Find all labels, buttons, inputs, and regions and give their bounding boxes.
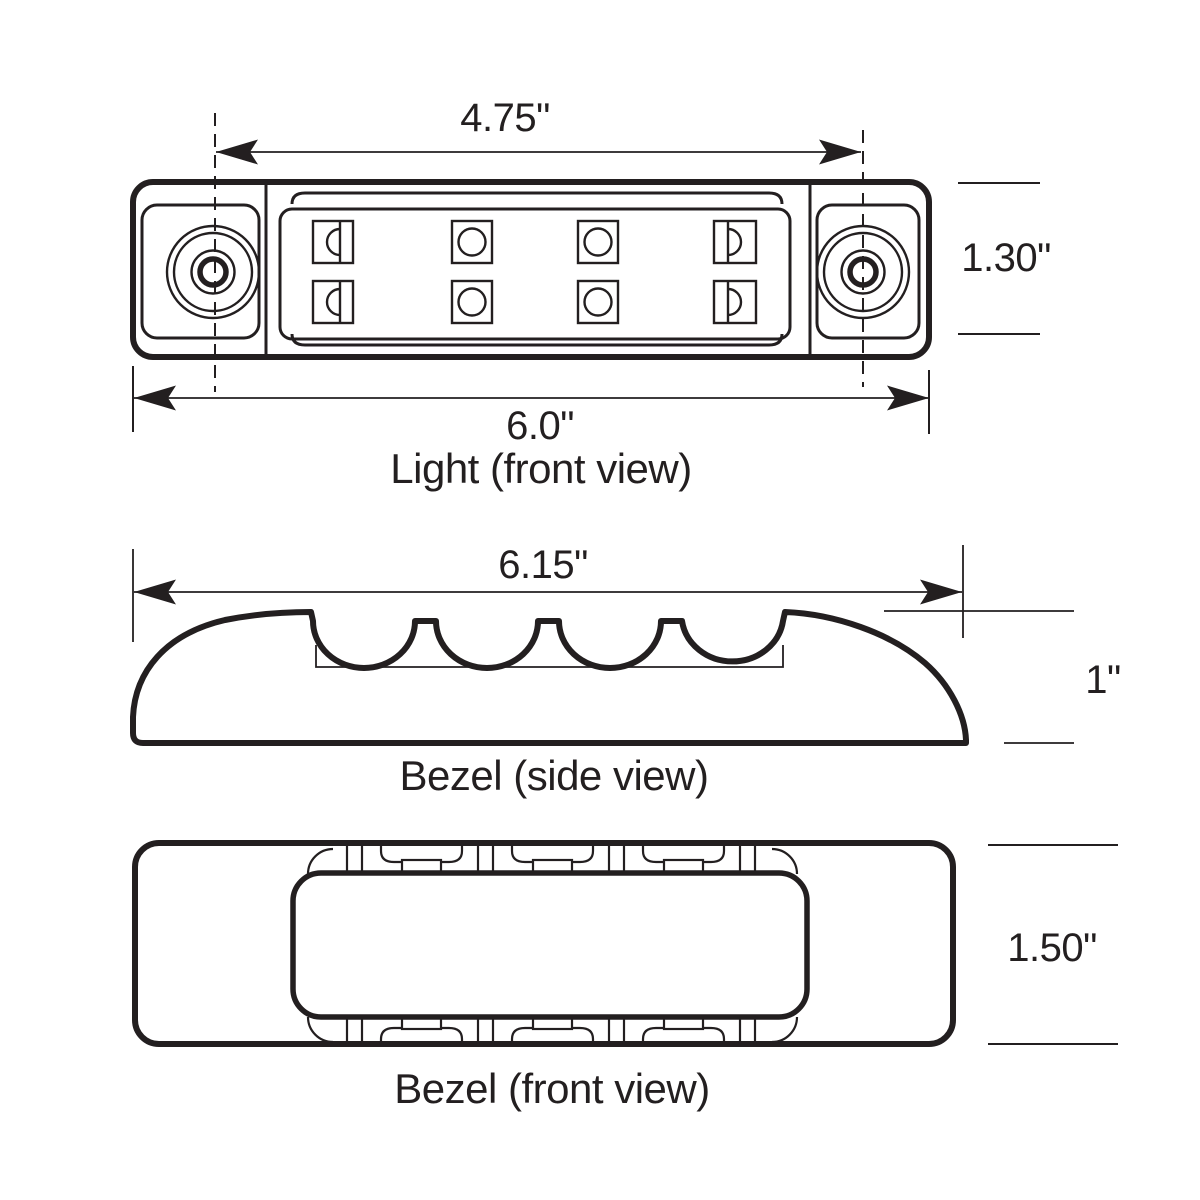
- dimension-bezel-width: [132, 545, 964, 642]
- dim-label-mount-spacing: 4.75": [460, 96, 550, 140]
- dim-label-bezel-width: 6.15": [498, 543, 588, 587]
- dimension-bezel-front-height: [988, 844, 1118, 1045]
- dim-label-bezel-front-height: 1.50": [1007, 926, 1097, 970]
- view-label-bezel-side: Bezel (side view): [399, 752, 709, 799]
- view-label-light-front: Light (front view): [390, 445, 692, 492]
- light-front-view-drawing: [130, 113, 1040, 434]
- led-array: [311, 219, 758, 325]
- dim-label-bezel-side-height: 1": [1085, 658, 1121, 702]
- bezel-profile-outline: [130, 609, 969, 746]
- lens-outline: [278, 207, 792, 341]
- bezel-front-view-drawing: [132, 840, 1118, 1047]
- view-label-bezel-front: Bezel (front view): [394, 1065, 710, 1112]
- bezel-outer-outline: [132, 840, 956, 1047]
- dimension-mount-spacing: [216, 139, 861, 165]
- dimension-light-height: [958, 182, 1040, 335]
- dim-label-light-height: 1.30": [961, 236, 1051, 280]
- bezel-side-view-drawing: [130, 545, 1074, 746]
- screw-boss-left: [165, 224, 261, 320]
- bezel-opening-outline: [290, 870, 810, 1020]
- dimension-bezel-side-height: [884, 610, 1074, 744]
- dim-label-overall-width: 6.0": [506, 404, 574, 448]
- dimension-overall-width: [132, 366, 930, 434]
